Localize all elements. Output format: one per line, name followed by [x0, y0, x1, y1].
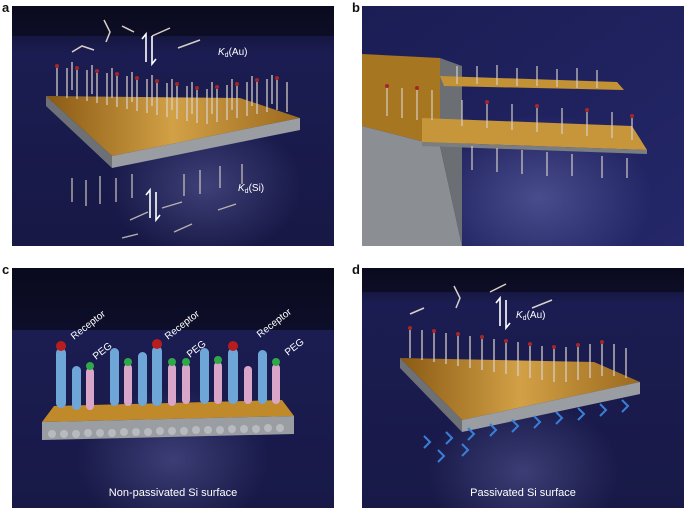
- panel-a-illustration: Kd(Au) Kd(Si): [12, 6, 334, 246]
- molecule-heads-top: [55, 64, 279, 90]
- panel-a: Kd(Au) Kd(Si): [12, 6, 334, 246]
- cantilever-molecules: [386, 65, 633, 178]
- panel-c: Receptor PEG Receptor PEG Receptor PEG N…: [12, 268, 334, 508]
- column-group-3: [152, 339, 190, 406]
- gold-surface: [42, 400, 294, 422]
- receptor-columns: [56, 339, 280, 410]
- passivation-layer: [423, 399, 630, 463]
- molecule-layer-d: [409, 328, 627, 382]
- equilibrium-arrows-top: [141, 31, 157, 67]
- panel-b-illustration: [362, 6, 684, 246]
- panel-label-c: c: [2, 262, 10, 277]
- kd-au-label-d: Kd(Au): [516, 310, 545, 322]
- cantilever-lower: [422, 118, 647, 150]
- free-molecules-d: [409, 283, 553, 315]
- molecule-heads-d: [408, 326, 604, 349]
- panel-d-caption: Passivated Si surface: [470, 487, 576, 499]
- kd-au-label-a: Kd(Au): [218, 47, 247, 59]
- silicon-substrate: [46, 96, 112, 168]
- silicon-surface: [42, 416, 294, 440]
- equilibrium-arrows-d: [495, 295, 511, 331]
- surface-atoms: [48, 424, 284, 438]
- panel-d-illustration: Kd(Au) Passivated Si surface: [362, 268, 684, 508]
- column-group-2: [110, 348, 147, 406]
- kd-si-label-a: Kd(Si): [238, 183, 264, 195]
- cantilever-molecule-heads: [385, 84, 634, 118]
- column-group-4: [200, 341, 238, 404]
- panel-b: [362, 6, 684, 246]
- free-molecules-top: [71, 19, 201, 53]
- gold-layer-d: [400, 358, 640, 420]
- support-block-top: [362, 54, 440, 146]
- support-block-side: [362, 126, 462, 246]
- panel-c-illustration: Receptor PEG Receptor PEG Receptor PEG N…: [12, 268, 334, 508]
- panel-label-a: a: [2, 0, 10, 15]
- column-group-5: [244, 350, 280, 404]
- equilibrium-arrows-bottom: [145, 187, 161, 223]
- panel-c-caption: Non-passivated Si surface: [109, 487, 237, 499]
- column-group-1: [56, 341, 94, 410]
- panel-label-b: b: [352, 0, 360, 15]
- molecule-layer-top: [56, 62, 288, 124]
- panel-d: Kd(Au) Passivated Si surface: [362, 268, 684, 508]
- cantilever-upper: [440, 76, 624, 90]
- panel-label-d: d: [352, 262, 360, 277]
- molecules-under-silicon: [71, 164, 243, 239]
